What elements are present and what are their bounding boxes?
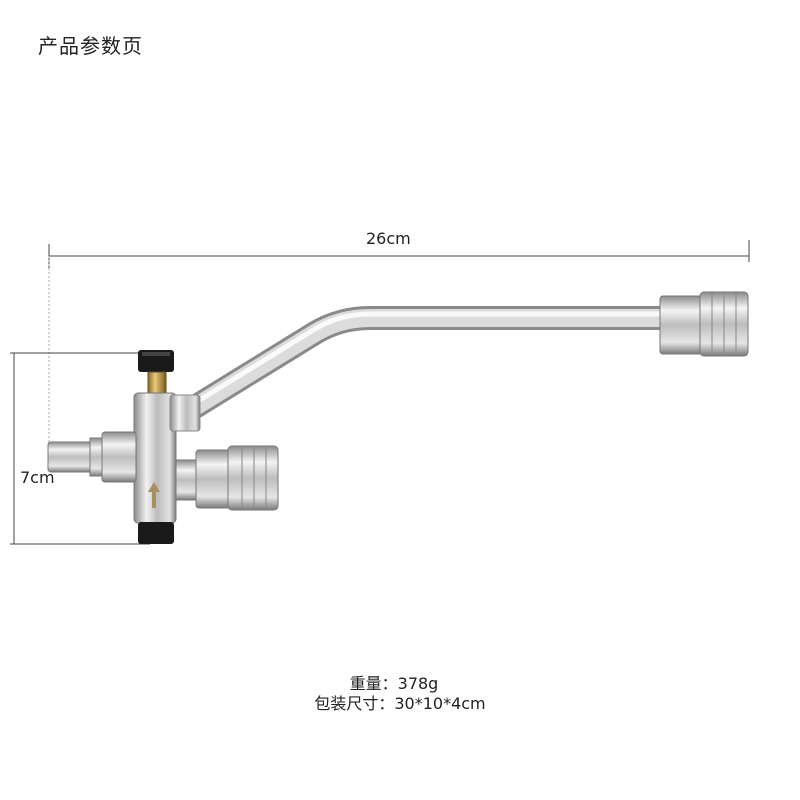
side-quick-coupler [175,445,279,511]
valve-body [133,392,201,524]
lance-pipe [183,306,662,421]
page-title: 产品参数页 [38,34,143,58]
weight-spec: 重量：378g [349,674,439,693]
left-inlet-plug [47,431,137,483]
length-dimension-label: 26cm [366,229,411,248]
right-quick-coupler [659,291,749,357]
dimension-line-height [10,352,150,545]
package-size-spec: 包装尺寸：30*10*4cm [314,694,486,713]
top-knob [138,350,174,395]
bottom-knob [138,522,174,544]
height-dimension-label: 7cm [20,468,55,487]
